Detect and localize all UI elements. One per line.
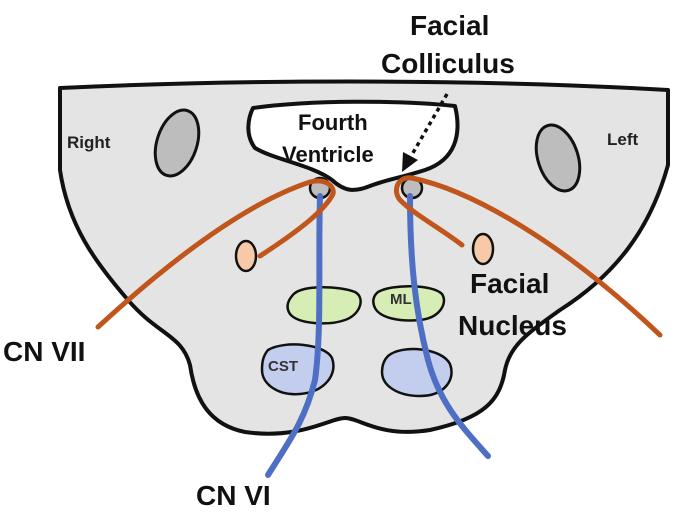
cn-vii-label: CN VII xyxy=(3,336,86,367)
left-facial-nucleus xyxy=(471,232,495,266)
facial-nucleus-label-line2: Nucleus xyxy=(458,310,567,341)
right-peduncle xyxy=(153,108,201,178)
facial-colliculus-label-line1: Facial xyxy=(410,10,490,41)
cn-vi-label: CN VI xyxy=(196,480,271,511)
fourth-ventricle-label-line2: Ventricle xyxy=(282,142,374,167)
medial-lemniscus-label: ML xyxy=(390,291,412,308)
right-side-label: Right xyxy=(67,133,111,152)
left-side-label: Left xyxy=(607,130,639,149)
facial-colliculus-arrowhead xyxy=(402,152,418,172)
right-cn-vii-fibers xyxy=(95,178,336,330)
right-medial-lemniscus xyxy=(286,285,362,325)
pons-section xyxy=(58,79,670,436)
facial-nucleus-label-line1: Facial xyxy=(470,268,550,299)
left-cn-vi-fibers xyxy=(407,193,491,459)
fourth-ventricle-label-line1: Fourth xyxy=(298,110,368,135)
left-cn-vii-fibers xyxy=(394,175,663,338)
left-peduncle xyxy=(534,123,582,193)
right-facial-nucleus xyxy=(234,239,258,273)
right-cn-vi-fibers xyxy=(265,193,323,478)
corticospinal-tract-label: CST xyxy=(268,358,298,375)
facial-colliculus-label-line2: Colliculus xyxy=(381,48,515,79)
